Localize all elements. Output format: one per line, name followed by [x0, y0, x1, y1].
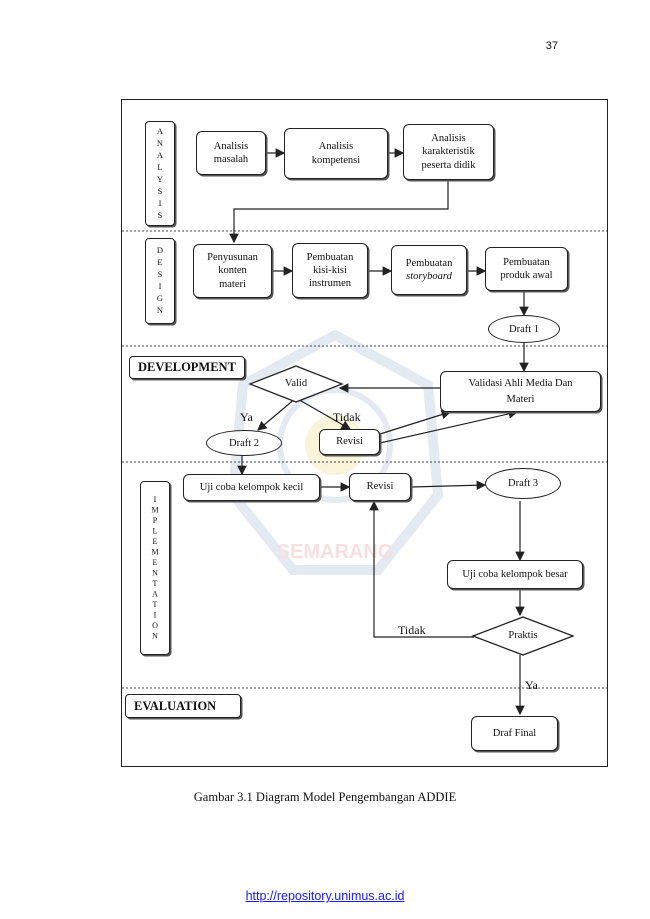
- phase-analysis-label: ANALYSIS: [145, 121, 175, 226]
- validasi-ahli-text: Validasi Ahli Media Dan Materi: [468, 377, 573, 405]
- valid-decision-shape: [248, 365, 344, 403]
- penyusunan-konten-box: Penyusunan konten materi: [193, 244, 272, 298]
- draf-final-text: Draf Final: [492, 727, 537, 739]
- revisi-development-box: Revisi: [319, 429, 380, 455]
- phase-implementation-text: IMPLEMENTATION: [150, 494, 160, 642]
- draft-1-text: Draft 1: [508, 323, 540, 335]
- praktis-decision-label: Praktis: [508, 630, 538, 641]
- draft-2-text: Draft 2: [228, 437, 260, 449]
- diagram-frame: [121, 99, 608, 767]
- pembuatan-kisi-box: Pembuatan kisi-kisi instrumen: [292, 243, 368, 298]
- pembuatan-storyboard-box: Pembuatan storyboard: [391, 245, 467, 295]
- pembuatan-produk-box: Pembuatan produk awal: [485, 247, 568, 291]
- phase-evaluation-label: EVALUATION: [125, 694, 241, 718]
- analisis-masalah-box: Analisis masalah: [196, 131, 266, 175]
- penyusunan-konten-text: Penyusunan konten materi: [207, 252, 258, 290]
- arrow: [379, 409, 452, 435]
- arrow: [379, 409, 519, 444]
- repository-link[interactable]: http://repository.unimus.ac.id: [245, 889, 405, 903]
- draft-3-node: Draft 3: [485, 468, 561, 499]
- edge-label-tidak-praktis: Tidak: [398, 623, 426, 637]
- arrow: [295, 397, 352, 430]
- analisis-karakteristik-box: Analisis karakteristik peserta didik: [403, 124, 494, 180]
- figure-caption: Gambar 3.1 Diagram Model Pengembangan AD…: [193, 790, 457, 804]
- phase-design-label: DESIGN: [145, 238, 175, 324]
- pembuatan-kisi-text: Pembuatan kisi-kisi instrumen: [306, 251, 354, 290]
- uji-kelompok-kecil-box: Uji coba kelompok kecil: [183, 474, 320, 501]
- storyboard-line1: Pembuatan: [405, 257, 453, 269]
- validasi-ahli-box: Validasi Ahli Media Dan Materi: [440, 371, 601, 412]
- revisi-implementation-text: Revisi: [366, 481, 394, 493]
- phase-analysis-text: ANALYSIS: [155, 125, 165, 222]
- praktis-decision-shape: [471, 616, 575, 656]
- phase-implementation-label: IMPLEMENTATION: [140, 481, 170, 655]
- edge-label-ya-valid: Ya: [240, 410, 253, 424]
- draft-1-node: Draft 1: [488, 315, 560, 343]
- edge-label-ya-praktis: Ya: [525, 678, 538, 692]
- draft-2-node: Draft 2: [206, 430, 282, 456]
- page-number: 37: [545, 40, 558, 52]
- arrow: [369, 500, 474, 638]
- analisis-masalah-text: Analisis masalah: [213, 140, 249, 165]
- phase-development-label: DEVELOPMENT: [129, 356, 245, 379]
- uji-kelompok-kecil-text: Uji coba kelompok kecil: [199, 481, 304, 493]
- analisis-kompetensi-text: Analisis kompetensi: [311, 141, 361, 166]
- arrow: [229, 180, 449, 244]
- phase-development-text: DEVELOPMENT: [138, 360, 236, 374]
- revisi-implementation-box: Revisi: [349, 473, 411, 501]
- analisis-kompetensi-box: Analisis kompetensi: [284, 128, 388, 179]
- edge-label-tidak-valid: Tidak: [333, 410, 361, 424]
- draf-final-box: Draf Final: [471, 716, 558, 751]
- analisis-karakteristik-text: Analisis karakteristik peserta didik: [421, 133, 476, 171]
- revisi-development-text: Revisi: [336, 436, 363, 448]
- draft-3-text: Draft 3: [507, 478, 539, 489]
- arrow: [410, 480, 487, 491]
- uji-kelompok-besar-text: Uji coba kelompok besar: [462, 568, 568, 580]
- uji-kelompok-besar-box: Uji coba kelompok besar: [447, 560, 583, 589]
- phase-design-text: DESIGN: [155, 245, 165, 317]
- phase-evaluation-text: EVALUATION: [134, 698, 217, 713]
- arrow: [257, 397, 297, 431]
- watermark-text: SEMARANG: [277, 541, 394, 563]
- pembuatan-produk-text: Pembuatan produk awal: [500, 256, 553, 281]
- valid-decision-label: Valid: [284, 378, 308, 389]
- storyboard-line2: storyboard: [406, 271, 452, 282]
